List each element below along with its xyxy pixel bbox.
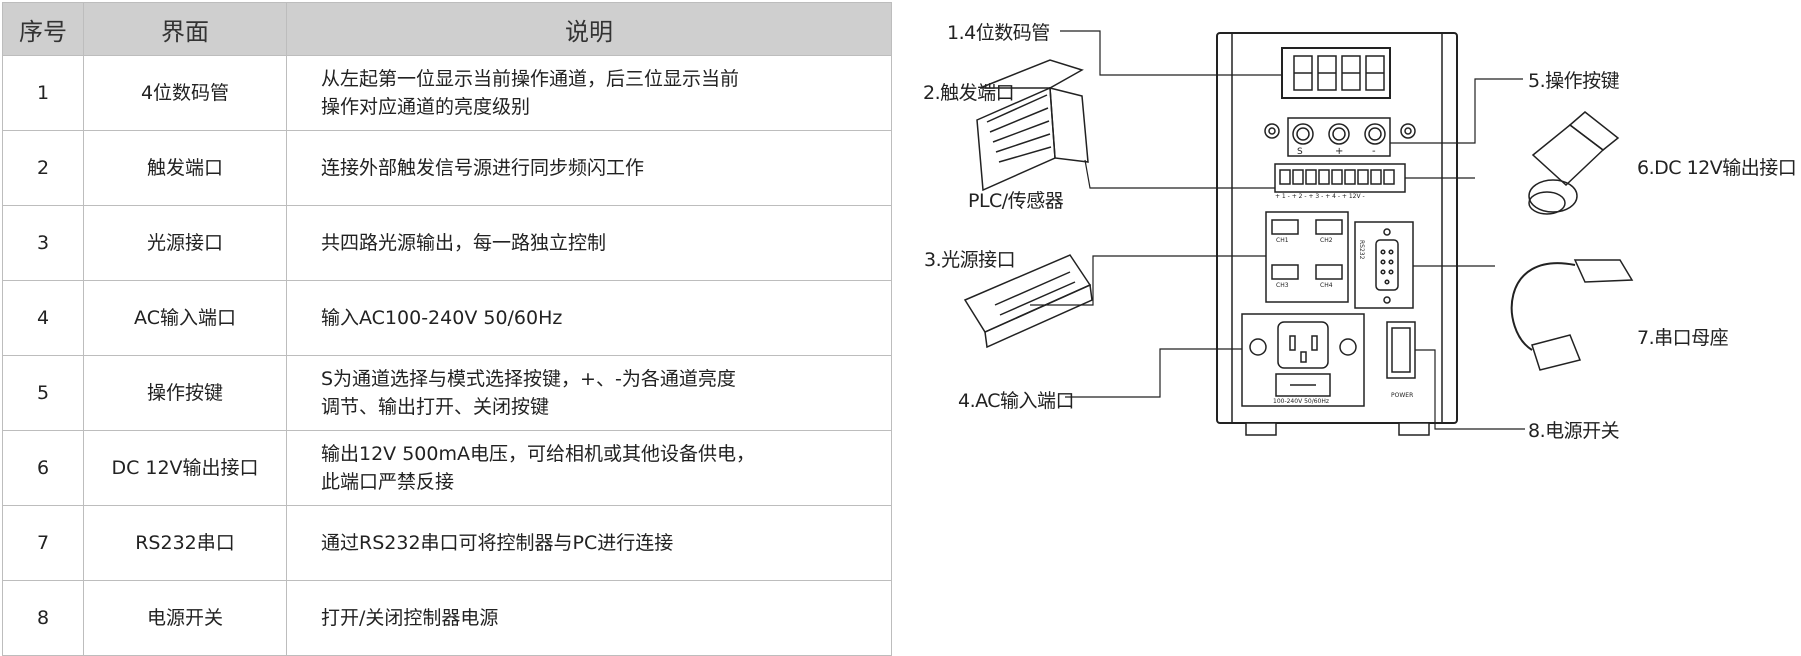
table-row: 6 DC 12V输出接口 输出12V 500mA电压，可给相机或其他设备供电， … (2, 430, 892, 506)
row-name: 触发端口 (83, 130, 287, 206)
button-s-label: S (1297, 147, 1303, 157)
row-name: 操作按键 (83, 355, 287, 431)
digit-display (1281, 47, 1391, 99)
power-label: POWER (1391, 392, 1414, 399)
desc-line: S为通道选择与模式选择按键，+、-为各通道亮度 (321, 368, 736, 390)
row-description: 共四路光源输出，每一路独立控制 (286, 205, 892, 281)
label-serial: 7.串口母座 (1637, 327, 1729, 349)
row-name: RS232串口 (83, 505, 287, 581)
row-description: 从左起第一位显示当前操作通道，后三位显示当前 操作对应通道的亮度级别 (286, 55, 892, 131)
desc-line: 操作对应通道的亮度级别 (321, 96, 531, 118)
operation-buttons (1264, 117, 1416, 157)
terminal-label: + 1 - + 2 - + 3 - + 4 - + 12V - (1275, 193, 1365, 200)
desc-line: 输出12V 500mA电压，可给相机或其他设备供电， (321, 443, 755, 465)
label-digit-tube: 1.4位数码管 (947, 22, 1050, 44)
ac-inlet (1241, 313, 1365, 407)
row-name: 电源开关 (83, 580, 287, 656)
header-name: 界面 (83, 2, 287, 56)
label-dc-output: 6.DC 12V输出接口 (1637, 157, 1797, 179)
row-description: 输入AC100-240V 50/60Hz (286, 280, 892, 356)
label-plc-sensor: PLC/传感器 (968, 190, 1064, 212)
light-source-ports (1265, 211, 1349, 303)
table-header-row: 序号 界面 说明 (2, 2, 892, 56)
desc-line: 从左起第一位显示当前操作通道，后三位显示当前 (321, 68, 740, 90)
row-name: 4位数码管 (83, 55, 287, 131)
row-number: 2 (2, 130, 84, 206)
button-minus-label: - (1372, 146, 1376, 157)
row-name: DC 12V输出接口 (83, 430, 287, 506)
row-number: 6 (2, 430, 84, 506)
label-power-switch: 8.电源开关 (1528, 420, 1620, 442)
ch3-label: CH3 (1276, 282, 1289, 289)
rs232-port (1354, 221, 1414, 309)
label-trigger-port: 2.触发端口 (923, 82, 1015, 104)
desc-line: 打开/关闭控制器电源 (321, 607, 499, 629)
desc-line: 通过RS232串口可将控制器与PC进行连接 (321, 532, 674, 554)
header-desc: 说明 (286, 2, 892, 56)
table-row: 3 光源接口 共四路光源输出，每一路独立控制 (2, 205, 892, 281)
diagram-drawing (963, 30, 1634, 436)
desc-line: 此端口严禁反接 (321, 471, 455, 493)
light-bar (963, 254, 1093, 349)
row-number: 5 (2, 355, 84, 431)
table-row: 2 触发端口 连接外部触发信号源进行同步频闪工作 (2, 130, 892, 206)
ch1-label: CH1 (1276, 237, 1289, 244)
ac-spec-label: 100-240V 50/60Hz (1273, 398, 1330, 405)
table-row: 7 RS232串口 通过RS232串口可将控制器与PC进行连接 (2, 505, 892, 581)
table-row: 5 操作按键 S为通道选择与模式选择按键，+、-为各通道亮度 调节、输出打开、关… (2, 355, 892, 431)
row-number: 4 (2, 280, 84, 356)
row-description: S为通道选择与模式选择按键，+、-为各通道亮度 调节、输出打开、关闭按键 (286, 355, 892, 431)
header-no: 序号 (2, 2, 84, 56)
trigger-block (976, 59, 1089, 192)
table-row: 8 电源开关 打开/关闭控制器电源 (2, 580, 892, 656)
label-buttons: 5.操作按键 (1528, 70, 1620, 92)
serial-cable (1510, 259, 1634, 371)
leader-lines (1030, 30, 1525, 430)
label-light-port: 3.光源接口 (924, 249, 1016, 271)
row-name: 光源接口 (83, 205, 287, 281)
row-number: 7 (2, 505, 84, 581)
desc-line: 连接外部触发信号源进行同步频闪工作 (321, 157, 645, 179)
controller-body (1216, 32, 1458, 436)
row-number: 1 (2, 55, 84, 131)
row-name: AC输入端口 (83, 280, 287, 356)
row-description: 打开/关闭控制器电源 (286, 580, 892, 656)
terminal-block (1274, 163, 1406, 193)
controller-diagram: S + - + 1 - + 2 - + 3 - + 4 - + 12V - CH… (923, 0, 1801, 642)
power-switch (1386, 321, 1416, 379)
table-row: 1 4位数码管 从左起第一位显示当前操作通道，后三位显示当前 操作对应通道的亮度… (2, 55, 892, 131)
camera (1528, 111, 1620, 215)
ch2-label: CH2 (1320, 237, 1333, 244)
row-description: 通过RS232串口可将控制器与PC进行连接 (286, 505, 892, 581)
button-plus-label: + (1335, 146, 1344, 157)
spec-table: 序号 界面 说明 1 4位数码管 从左起第一位显示当前操作通道，后三位显示当前 … (2, 2, 892, 656)
row-description: 输出12V 500mA电压，可给相机或其他设备供电， 此端口严禁反接 (286, 430, 892, 506)
rs232-label: RS232 (1358, 240, 1365, 260)
row-number: 3 (2, 205, 84, 281)
desc-line: 输入AC100-240V 50/60Hz (321, 307, 563, 329)
ch4-label: CH4 (1320, 282, 1333, 289)
table-row: 4 AC输入端口 输入AC100-240V 50/60Hz (2, 280, 892, 356)
desc-line: 调节、输出打开、关闭按键 (321, 396, 550, 418)
label-ac-input: 4.AC输入端口 (958, 390, 1075, 412)
row-description: 连接外部触发信号源进行同步频闪工作 (286, 130, 892, 206)
desc-line: 共四路光源输出，每一路独立控制 (321, 232, 607, 254)
row-number: 8 (2, 580, 84, 656)
